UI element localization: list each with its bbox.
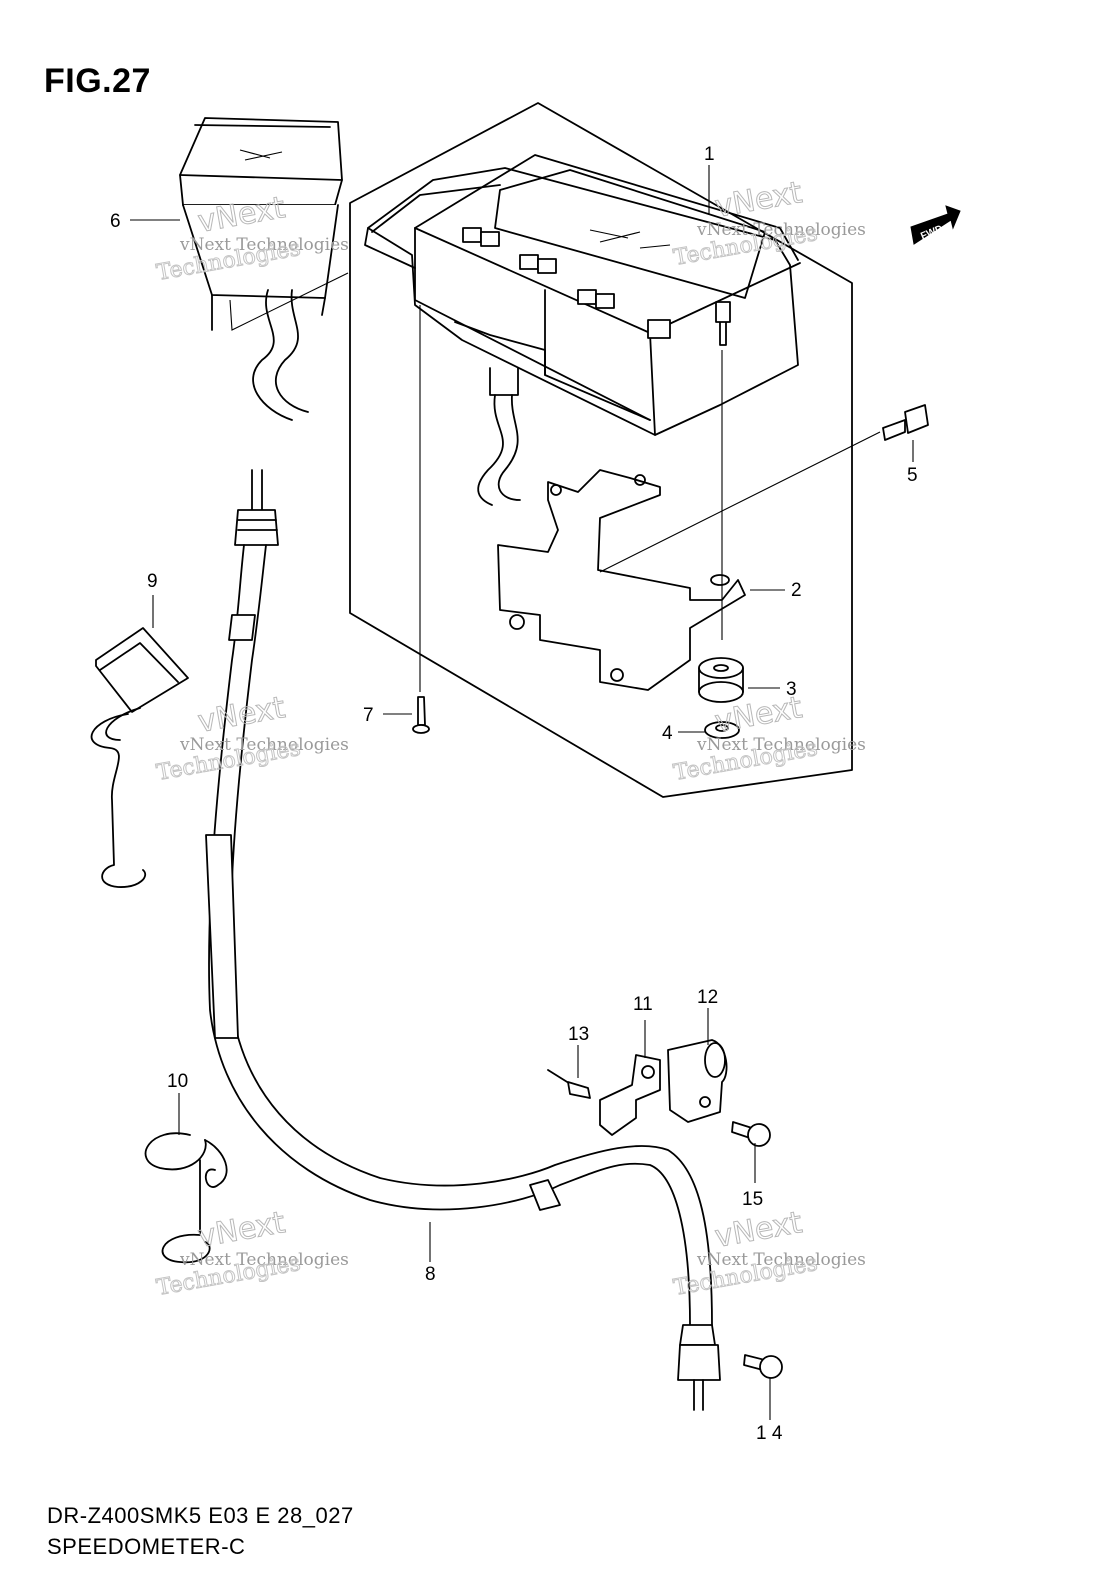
clamp-part (667, 1039, 728, 1123)
wire-clip-upper-part (90, 627, 189, 888)
callout-2: 2 (791, 580, 802, 601)
callout-12: 12 (697, 987, 718, 1008)
wire-clip-lower-part (144, 1132, 228, 1264)
callout-7: 7 (363, 705, 374, 726)
figure-title: FIG.27 (44, 62, 151, 100)
screw-15-part (731, 1121, 771, 1147)
connector-cover-part (179, 117, 343, 421)
callout-15: 15 (742, 1189, 763, 1210)
callout-4: 4 (662, 723, 673, 744)
washer-part (704, 721, 740, 739)
watermark-6: vNext vNext Technologies Technologies (671, 1205, 866, 1302)
callout-10: 10 (167, 1071, 188, 1092)
callout-3: 3 (786, 679, 797, 700)
speedometer-assembly-part (364, 154, 801, 506)
callout-6: 6 (110, 211, 121, 232)
figure-code: DR-Z400SMK5 E03 E 28_027 (47, 1503, 354, 1528)
callout-9: 9 (147, 571, 158, 592)
bracket-part (497, 469, 746, 691)
callout-14: 1 4 (756, 1423, 783, 1444)
assembly-frame (349, 102, 853, 798)
svg-text:vNext Technologies: vNext Technologies (696, 220, 866, 240)
callout-5: 5 (907, 465, 918, 486)
clamp-plate-part (599, 1054, 661, 1136)
svg-text:vNext: vNext (195, 690, 288, 740)
leader-lines (130, 165, 914, 1420)
fwd-arrow-icon: FWD (910, 205, 961, 245)
svg-text:vNext: vNext (712, 175, 805, 225)
bolt-part (882, 404, 929, 441)
callout-numbers: 1 2 3 4 5 6 7 8 9 10 11 12 13 1 4 15 (110, 144, 918, 1444)
svg-text:vNext: vNext (195, 1205, 288, 1255)
figure-name: SPEEDOMETER-C (47, 1534, 246, 1559)
svg-text:vNext: vNext (712, 1205, 805, 1255)
svg-text:vNext Technologies: vNext Technologies (696, 1250, 866, 1270)
callout-13: 13 (568, 1024, 589, 1045)
screw-14-part (743, 1354, 783, 1379)
speedometer-cable-part (205, 469, 721, 1411)
callout-8: 8 (425, 1264, 436, 1285)
svg-text:vNext Technologies: vNext Technologies (179, 235, 349, 255)
watermark-5: vNext vNext Technologies Technologies (154, 1205, 349, 1302)
svg-text:vNext Technologies: vNext Technologies (179, 735, 349, 755)
callout-1: 1 (704, 144, 715, 165)
svg-text:vNext Technologies: vNext Technologies (179, 1250, 349, 1270)
screw-part (412, 696, 430, 734)
svg-text:vNext Technologies: vNext Technologies (696, 735, 866, 755)
callout-11: 11 (633, 994, 653, 1015)
grommet-part (698, 657, 744, 703)
watermark-3: vNext vNext Technologies Technologies (154, 690, 349, 787)
pin-part (547, 1069, 591, 1099)
